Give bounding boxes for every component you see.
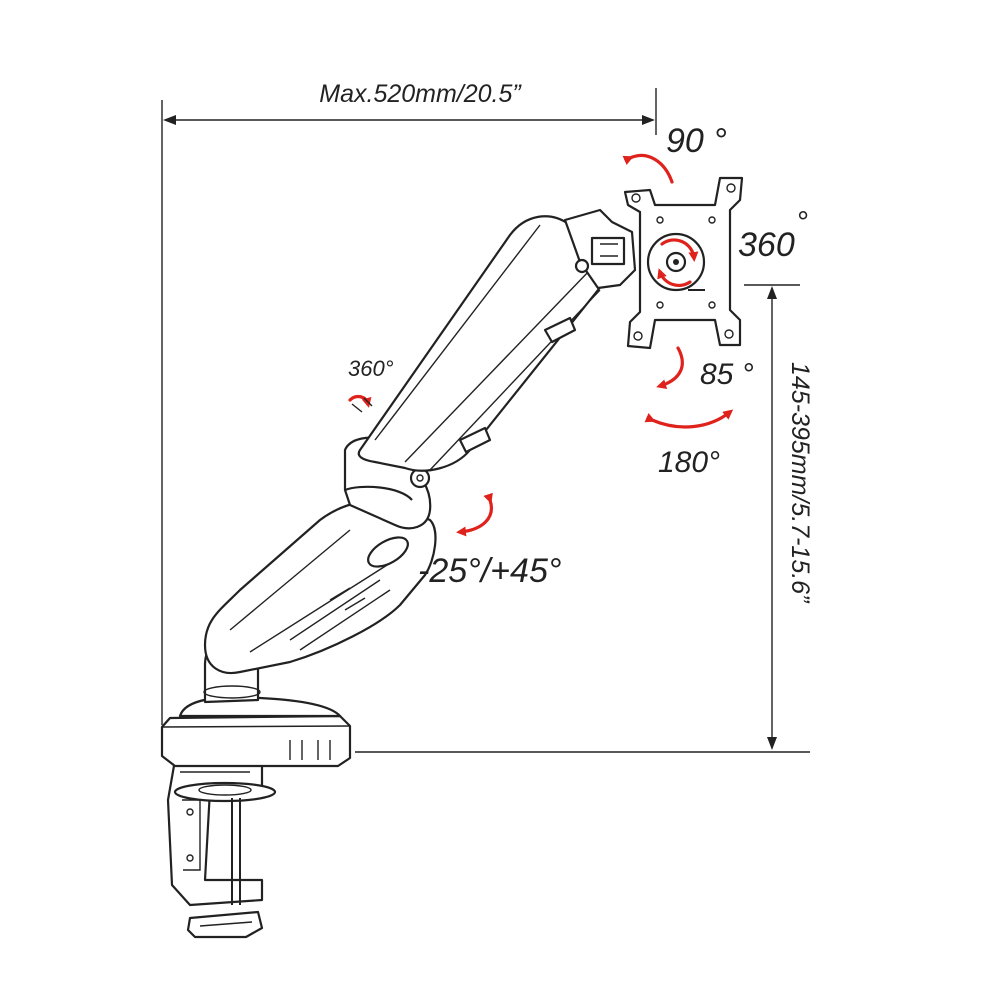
swivel-arrow-icon <box>348 394 373 413</box>
plate-rotation-label: 360 <box>738 226 795 264</box>
dimension-arrow-icon <box>163 115 176 125</box>
height-dimension <box>355 284 810 753</box>
rotation-arrow-icon <box>622 153 699 390</box>
arm-swivel-label: 360° <box>348 356 394 381</box>
upper-arm <box>357 215 610 472</box>
dimension-arrow-icon <box>642 115 655 125</box>
base-plate <box>160 696 352 768</box>
arm-tilt-label: -25°/+45° <box>418 552 561 590</box>
head-swivel-label: 180° <box>658 446 720 479</box>
tilt-up-label: 90 ° <box>666 122 727 160</box>
lower-arm <box>203 499 437 675</box>
vesa-plate <box>623 176 744 350</box>
dimension-arrow-icon <box>767 737 777 750</box>
desk-clamp <box>166 758 277 939</box>
max-reach-label: Max.520mm/20.5” <box>319 80 522 108</box>
dimension-arrow-icon <box>767 286 777 299</box>
height-range-label: 145-395mm/5.7-15.6” <box>786 362 814 604</box>
tilt-down-label: 85 ° <box>700 358 754 391</box>
head-joint <box>563 208 637 290</box>
swivel-arrow-icon <box>456 409 734 537</box>
reach-dimension <box>161 88 657 725</box>
plate-rotation-degree: ° <box>796 206 808 239</box>
